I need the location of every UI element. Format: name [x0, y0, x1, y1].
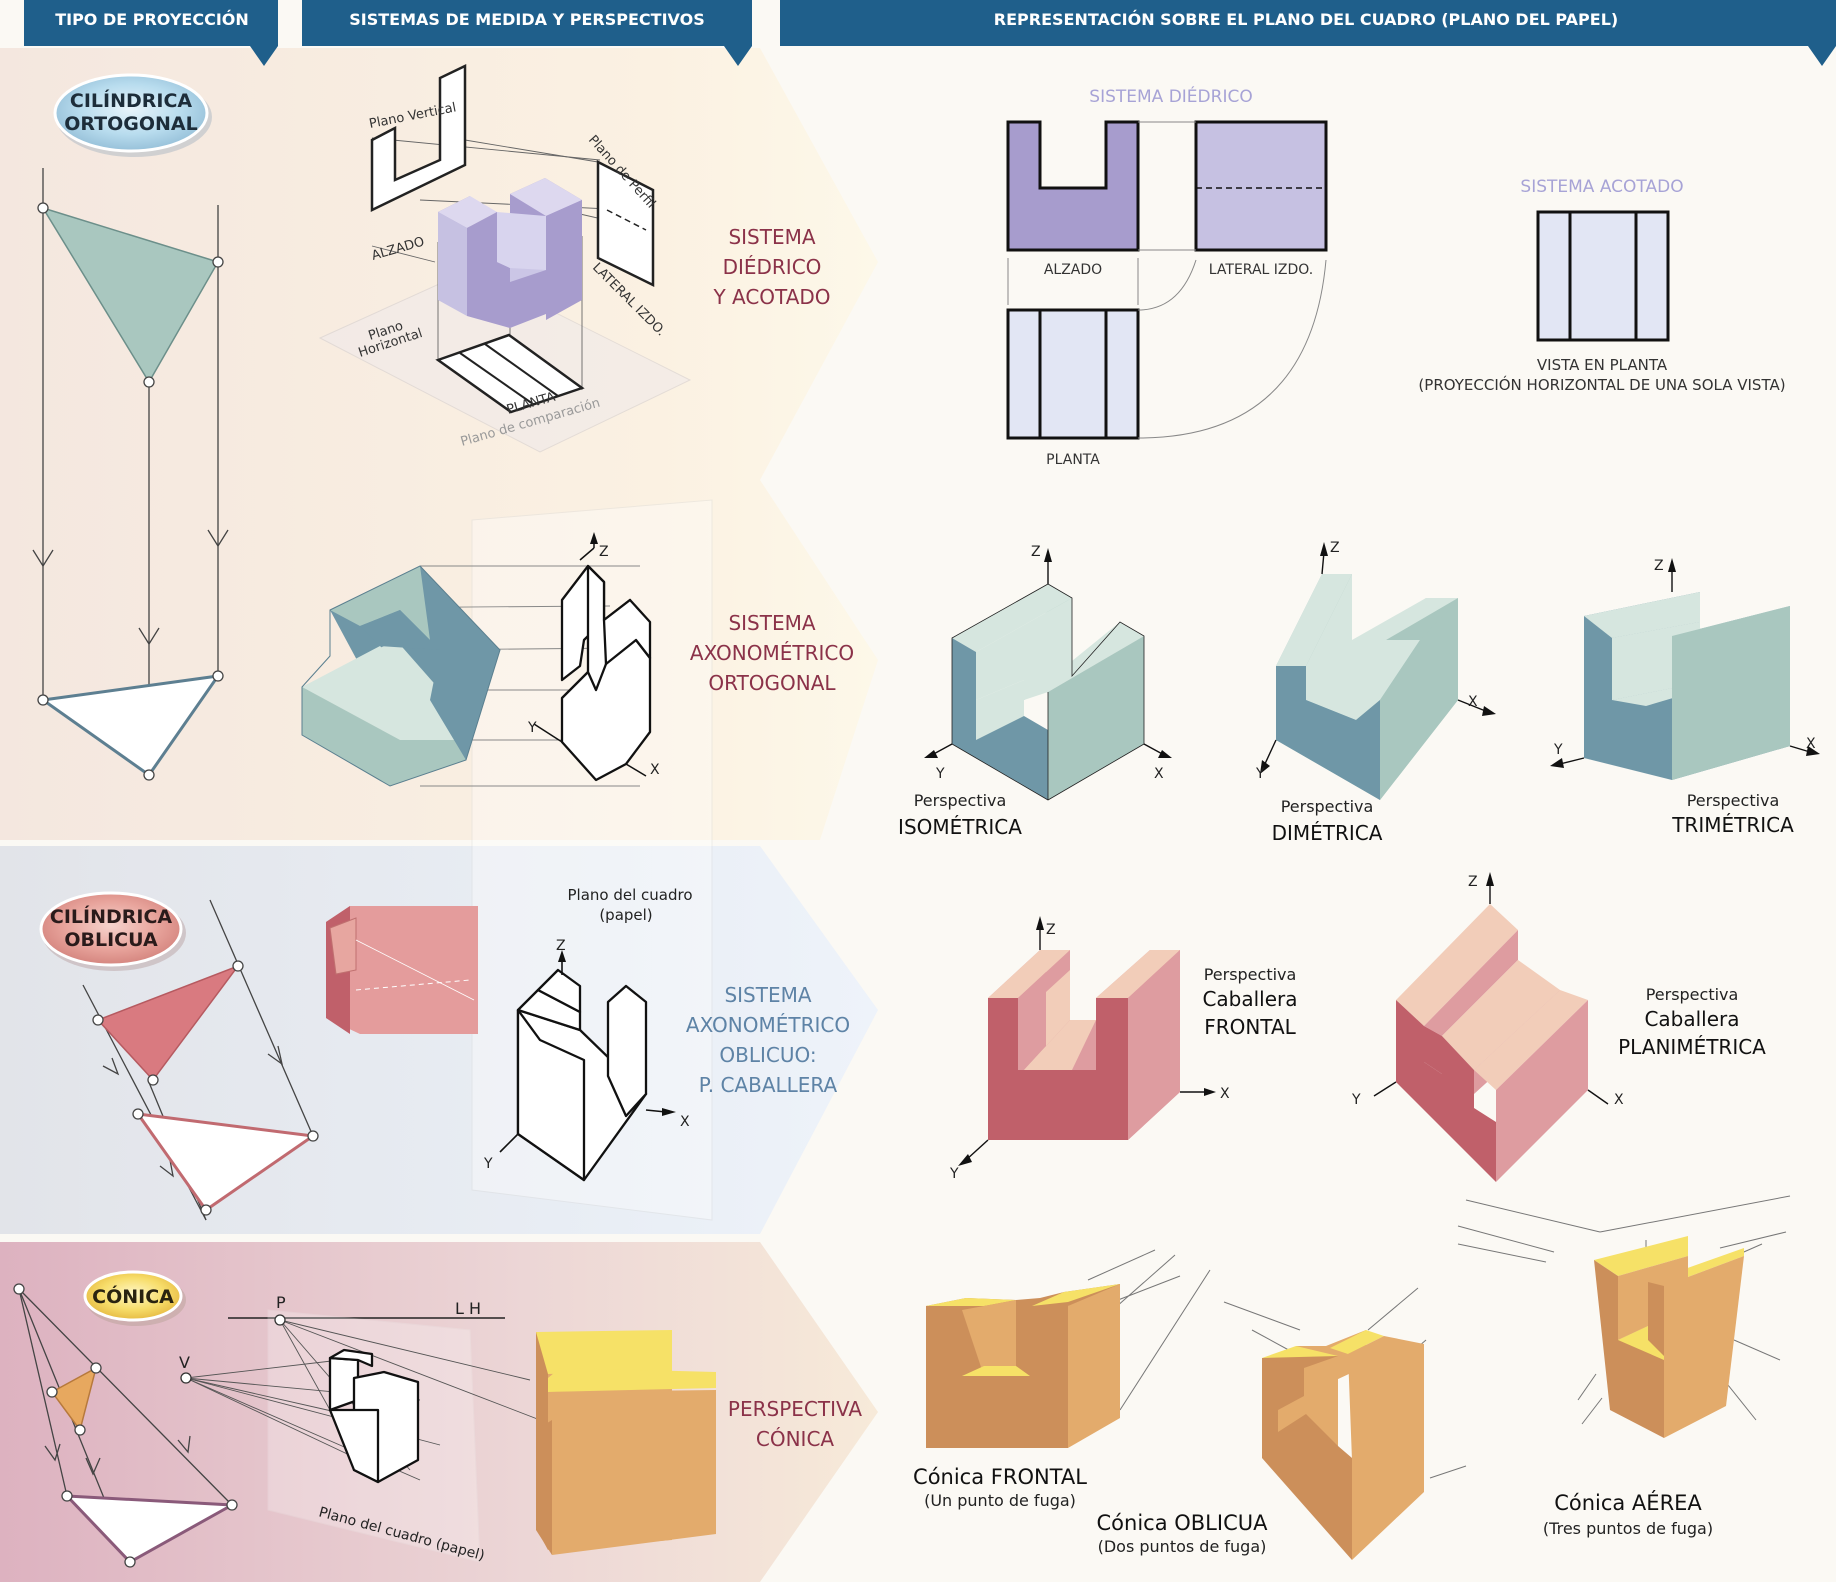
pill-ortogonal-line1: CILÍNDRICA	[70, 89, 193, 112]
label-cabf-2: Caballera	[1202, 987, 1297, 1011]
perspective-conica-frontal: Cónica FRONTAL (Un punto de fuga)	[913, 1249, 1211, 1510]
axis-z-label-wire: Z	[599, 544, 609, 560]
title-axono-obl-2: AXONOMÉTRICO	[686, 1013, 850, 1037]
label-lateral-view: LATERAL IZDO.	[1209, 262, 1313, 278]
pill-ortogonal-line2: ORTOGONAL	[64, 113, 198, 135]
label-iso-1: Perspectiva	[914, 791, 1007, 810]
label-cabf-3: FRONTAL	[1204, 1015, 1296, 1039]
axono-oblicuo-scheme: Plano del cuadro (papel) Z X Y	[326, 886, 693, 1182]
label-conoblicua-1: Cónica OBLICUA	[1097, 1511, 1269, 1535]
axis-z-label-dim: Z	[1330, 540, 1340, 556]
header-bar: TIPO DE PROYECCIÓN SISTEMAS DE MEDIDA Y …	[24, 0, 1836, 66]
title-axono-ort-3: ORTOGONAL	[708, 671, 836, 695]
perspective-isometrica: Z Y X Perspectiva ISOMÉTRICA	[898, 544, 1172, 839]
label-tri-2: TRIMÉTRICA	[1671, 813, 1794, 837]
label-point-v: V	[179, 1353, 190, 1372]
title-conica-2: CÓNICA	[756, 1427, 835, 1451]
perspective-conica-oblicua: Cónica OBLICUA (Dos puntos de fuga)	[1097, 1287, 1467, 1560]
pill-conica: CÓNICA	[92, 1284, 174, 1308]
perspective-trimetrica: Z Y X Perspectiva TRIMÉTRICA	[1550, 558, 1820, 837]
axis-z-label-cabf: Z	[1046, 922, 1056, 938]
perspective-conica-aerea: Cónica AÉREA (Tres puntos de fuga)	[1457, 1195, 1791, 1538]
orthogonal-projection-scheme	[32, 168, 229, 781]
conica-scheme: P L H V Plano del cuadro (papel)	[179, 1293, 716, 1564]
label-conaerea-2: (Tres puntos de fuga)	[1543, 1519, 1713, 1538]
title-sistema-acotado: SISTEMA ACOTADO	[1520, 177, 1683, 197]
conic-projection-scheme	[13, 1283, 238, 1568]
title-conica-1: PERSPECTIVA	[728, 1397, 862, 1421]
title-axono-obl-4: P. CABALLERA	[699, 1073, 838, 1097]
system-titles: SISTEMA DIÉDRICO Y ACOTADO SISTEMA AXONO…	[686, 225, 862, 1451]
header-sistemas: SISTEMAS DE MEDIDA Y PERSPECTIVOS	[349, 10, 705, 29]
title-axono-ort-2: AXONOMÉTRICO	[690, 641, 854, 665]
label-cabp-1: Perspectiva	[1646, 985, 1739, 1004]
axis-y-label-iso: Y	[935, 766, 945, 782]
label-vista-planta: VISTA EN PLANTA	[1537, 356, 1668, 374]
title-sistema-diedrico: SISTEMA DIÉDRICO	[1089, 85, 1252, 107]
oblique-projection-scheme	[82, 899, 319, 1221]
label-point-p: P	[276, 1293, 286, 1312]
axis-x-label-wire: X	[650, 762, 660, 778]
axis-y-label-tri: Y	[1553, 742, 1563, 758]
title-axono-ort-1: SISTEMA	[728, 611, 815, 635]
label-tri-1: Perspectiva	[1687, 791, 1780, 810]
title-diedrico-3: Y ACOTADO	[712, 285, 830, 309]
axis-y-label-obl: Y	[483, 1156, 493, 1172]
axis-y-label-cabp: Y	[1351, 1092, 1361, 1108]
header-representacion: REPRESENTACIÓN SOBRE EL PLANO DEL CUADRO…	[994, 10, 1618, 29]
label-vista-planta-sub: (PROYECCIÓN HORIZONTAL DE UNA SOLA VISTA…	[1418, 375, 1785, 394]
perspective-caballera-planimetrica: Z Y X Perspectiva Caballera PLANIMÉTRICA	[1351, 872, 1766, 1182]
axis-x-label-cabf: X	[1220, 1086, 1230, 1102]
label-alzado-view: ALZADO	[1044, 262, 1102, 278]
axis-x-label-obl: X	[680, 1114, 690, 1130]
title-diedrico-2: DIÉDRICO	[723, 255, 822, 279]
label-cabf-1: Perspectiva	[1204, 965, 1297, 984]
title-axono-obl-1: SISTEMA	[724, 983, 811, 1007]
axis-z-label-obl: Z	[556, 938, 566, 954]
label-plano-cuadro-line2: (papel)	[599, 906, 652, 924]
band-cilindrica-ortogonal	[0, 48, 878, 840]
title-axono-obl-3: OBLICUO:	[719, 1043, 816, 1067]
pill-oblicua-line2: OBLICUA	[64, 929, 158, 951]
label-plano-cuadro-line1: Plano del cuadro	[567, 886, 692, 904]
label-confrontal-1: Cónica FRONTAL	[913, 1465, 1087, 1489]
axis-y-label-wire: Y	[527, 720, 537, 736]
header-tipo-proyeccion: TIPO DE PROYECCIÓN	[55, 10, 249, 29]
pill-oblicua-line1: CILÍNDRICA	[50, 905, 173, 928]
projection-type-cilindrica-oblicua: CILÍNDRICA OBLICUA	[39, 891, 186, 971]
diedrico-views: SISTEMA DIÉDRICO ALZADO LATERAL IZDO. PL…	[1006, 85, 1328, 468]
title-diedrico-1: SISTEMA	[728, 225, 815, 249]
label-conoblicua-2: (Dos puntos de fuga)	[1098, 1537, 1267, 1556]
label-conaerea-1: Cónica AÉREA	[1554, 1490, 1702, 1515]
label-cabp-3: PLANIMÉTRICA	[1618, 1035, 1766, 1059]
axis-x-label-iso: X	[1154, 766, 1164, 782]
perspective-caballera-frontal: Z X Y Perspectiva Caballera FRONTAL	[949, 916, 1298, 1182]
label-lh: L H	[455, 1299, 481, 1318]
perspective-dimetrica: Z Y X Perspectiva DIMÉTRICA	[1255, 540, 1496, 845]
axis-z-label-cabp: Z	[1468, 874, 1478, 890]
label-cabp-2: Caballera	[1644, 1007, 1739, 1031]
label-dim-1: Perspectiva	[1281, 797, 1374, 816]
axis-z-label-iso: Z	[1031, 544, 1041, 560]
projection-type-conica: CÓNICA	[83, 1270, 186, 1326]
axis-y-label-cabf: Y	[949, 1166, 959, 1182]
axis-y-label-dim: Y	[1255, 766, 1265, 782]
axis-z-label-tri: Z	[1654, 558, 1664, 574]
diedrico-scheme: Plano Vertical Plano de Perfil ALZADO LA…	[318, 64, 692, 453]
axis-x-label-cabp: X	[1614, 1092, 1624, 1108]
projection-type-cilindrica-ortogonal: CILÍNDRICA ORTOGONAL	[53, 73, 212, 157]
label-confrontal-2: (Un punto de fuga)	[924, 1491, 1076, 1510]
label-iso-2: ISOMÉTRICA	[898, 815, 1022, 839]
label-dim-2: DIMÉTRICA	[1272, 821, 1383, 845]
axis-x-label-tri: X	[1806, 736, 1816, 752]
label-planta-view: PLANTA	[1046, 452, 1100, 468]
axis-x-label-dim: X	[1468, 694, 1478, 710]
acotado-view: SISTEMA ACOTADO VISTA EN PLANTA (PROYECC…	[1418, 177, 1785, 394]
